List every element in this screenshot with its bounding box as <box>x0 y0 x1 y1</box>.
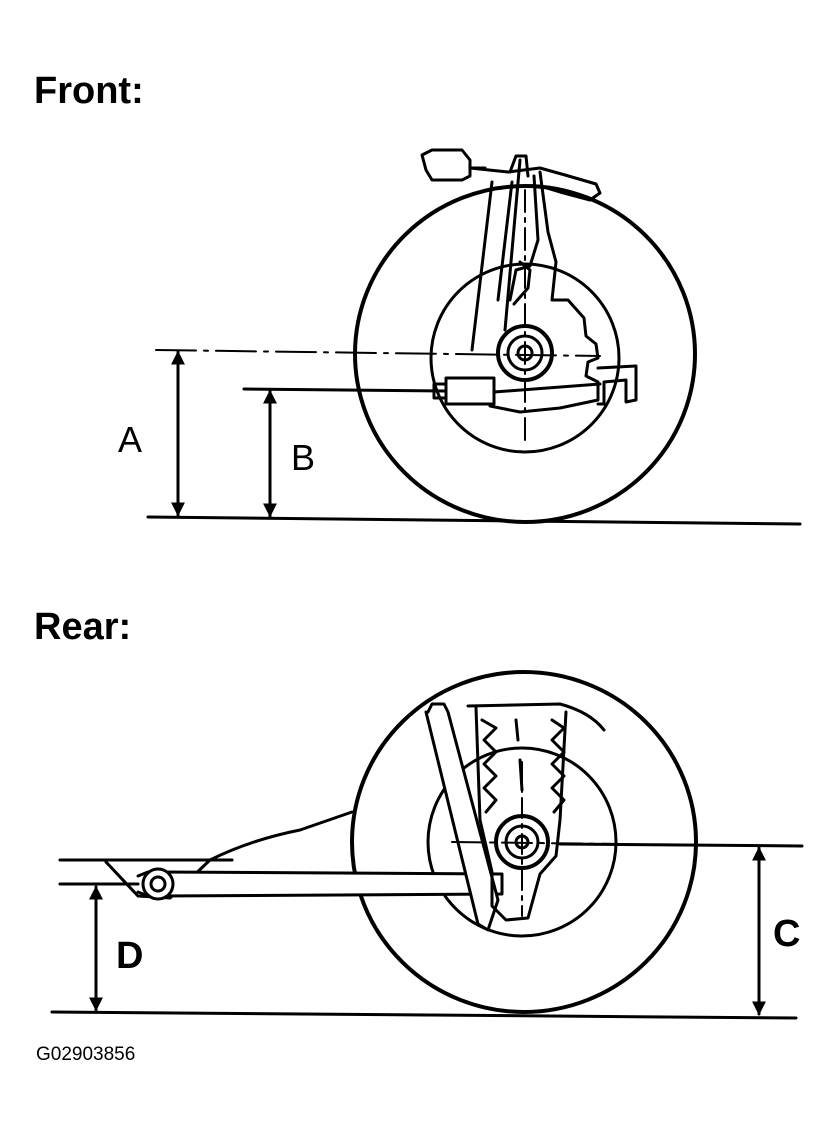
dimension-a-label: A <box>118 419 142 460</box>
rear-trailing-arm <box>158 870 504 898</box>
dimension-b-label: B <box>291 437 315 478</box>
figure-id: G02903856 <box>36 1044 136 1065</box>
front-wheel-rim <box>429 262 621 454</box>
rear-wheel-rim <box>426 746 618 938</box>
front-view <box>146 148 802 526</box>
front-strut-assembly <box>420 148 638 414</box>
rear-c-reference-line <box>558 842 804 848</box>
front-section-heading: Front: <box>34 70 144 112</box>
rear-shock-spring-assembly <box>424 702 606 932</box>
dimension-d-label: D <box>116 935 143 977</box>
rear-arm-bushing <box>141 867 175 901</box>
rear-view <box>50 670 804 1020</box>
rear-ground-line <box>50 1010 798 1020</box>
dimension-c-label: C <box>773 913 800 955</box>
front-ground-line <box>146 515 802 526</box>
front-b-reference-line <box>242 387 448 393</box>
rear-section-heading: Rear: <box>34 606 132 648</box>
front-hub-horizontal-centerline <box>155 349 601 357</box>
